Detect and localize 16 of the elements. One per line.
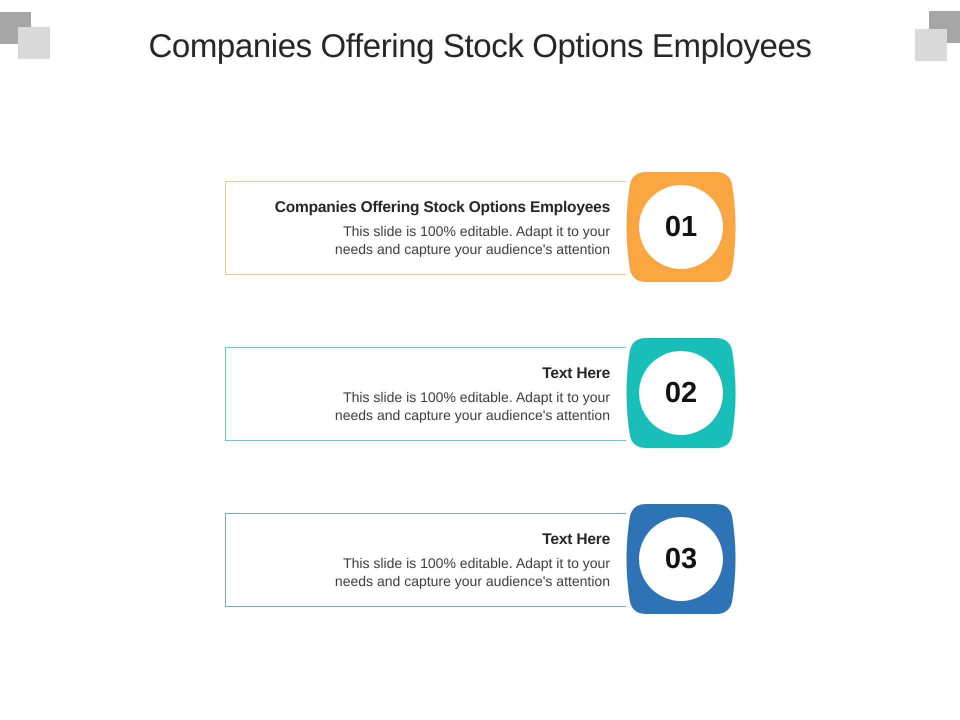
- number-badge: [626, 338, 736, 448]
- step-number: 03: [664, 543, 698, 575]
- number-badge: [626, 172, 736, 282]
- text-card: [225, 347, 626, 441]
- text-card: [225, 181, 626, 275]
- step-number: 02: [664, 377, 698, 409]
- body-text: This slide is 100% editable. Adapt it to your needs and capture your audience's attention: [334, 554, 610, 590]
- body-text: This slide is 100% editable. Adapt it to your needs and capture your audience's attention: [334, 222, 610, 258]
- number-badge: [626, 504, 736, 614]
- text-card: [225, 513, 626, 607]
- slide-title: Companies Offering Stock Options Employees: [148, 26, 812, 66]
- card-heading: Text Here: [542, 530, 610, 550]
- body-text: This slide is 100% editable. Adapt it to your needs and capture your audience's attention: [334, 388, 610, 424]
- card-heading: Text Here: [542, 364, 610, 384]
- card-heading: Companies Offering Stock Options Employees: [274, 198, 610, 218]
- step-number: 01: [664, 211, 698, 243]
